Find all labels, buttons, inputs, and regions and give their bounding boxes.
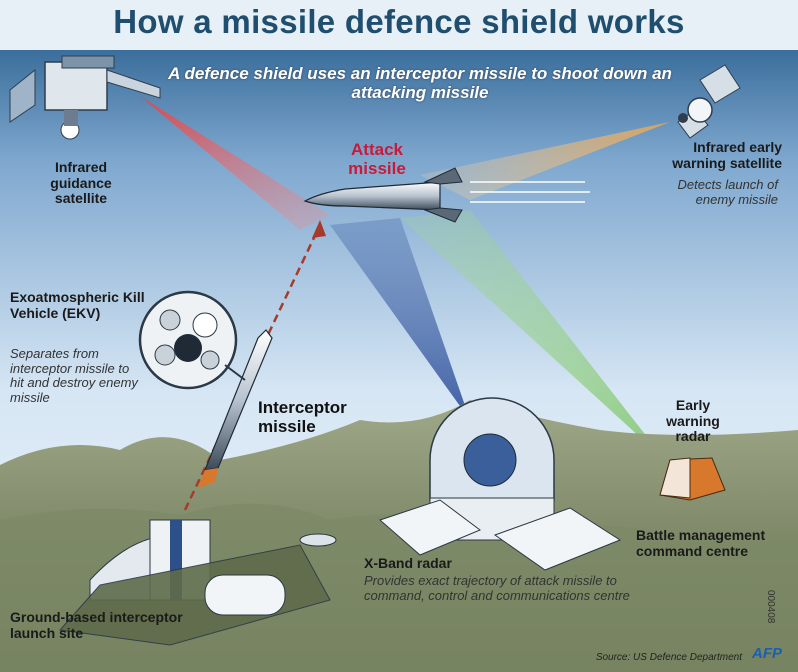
guidance-satellite-icon xyxy=(9,55,161,140)
xband-radar-icon xyxy=(379,397,622,571)
early-warning-radar-beam xyxy=(400,210,665,460)
agency-logo: AFP xyxy=(752,645,782,662)
early-warning-satellite-desc: Detects launch of enemy missile xyxy=(677,177,778,207)
ekv-desc: Separates from interceptor missile to hi… xyxy=(10,346,138,405)
subtitle: A defence shield uses an interceptor mis… xyxy=(168,64,672,103)
title-strip xyxy=(0,0,798,50)
battle-management-label: Battle management command centre xyxy=(636,527,766,559)
interceptor-missile-icon xyxy=(198,329,273,488)
ekv-label: Exoatmospheric Kill Vehicle (EKV) xyxy=(10,289,145,321)
source-credit: Source: US Defence Department xyxy=(595,652,742,663)
early-warning-radar-icon xyxy=(659,457,726,501)
early-warning-satellite-label: Infrared early warning satellite xyxy=(672,139,782,171)
graphic-id: 000408 xyxy=(765,590,776,624)
warning-satellite-beam xyxy=(420,122,670,200)
guidance-satellite-label: Infrared guidance satellite xyxy=(50,159,112,207)
xband-radar-label: X-Band radar xyxy=(364,555,452,571)
ekv-magnifier-icon xyxy=(138,290,246,390)
xband-radar-desc: Provides exact trajectory of attack miss… xyxy=(364,573,630,603)
xband-radar-beam xyxy=(330,218,470,420)
attack-missile-icon xyxy=(303,167,590,223)
launch-site-icon xyxy=(59,519,337,646)
launch-site-label: Ground-based interceptor launch site xyxy=(10,609,183,641)
attack-missile-label: Attack missile xyxy=(348,140,406,179)
early-warning-satellite-icon xyxy=(677,64,741,139)
interceptor-missile-label: Interceptor missile xyxy=(258,398,347,437)
early-warning-radar-label: Early warning radar xyxy=(666,397,720,445)
page-title: How a missile defence shield works xyxy=(113,3,685,40)
guidance-beam xyxy=(140,96,330,230)
